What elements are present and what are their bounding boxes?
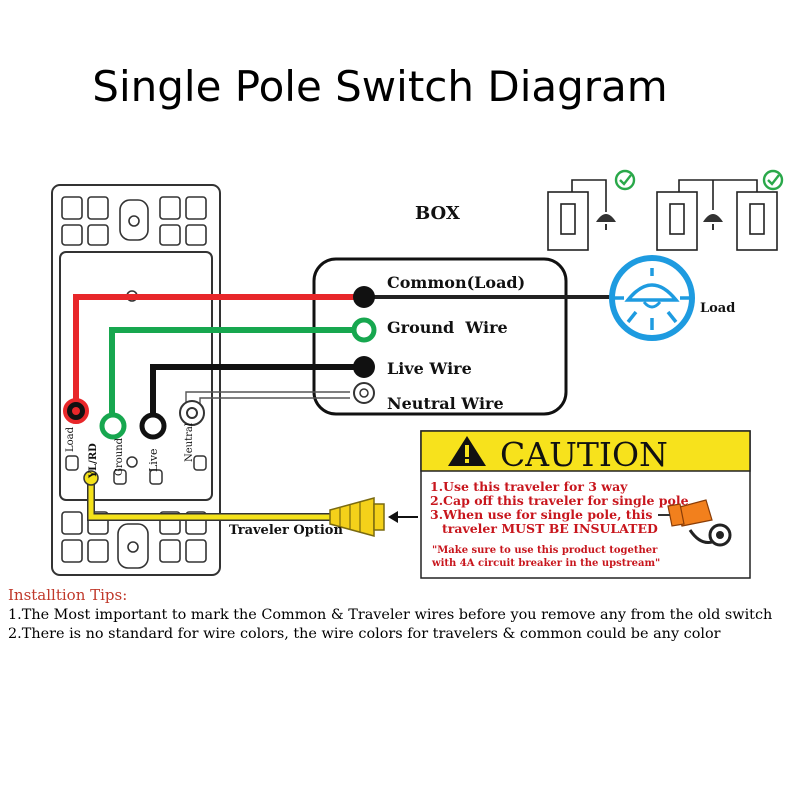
box-label: BOX [415, 203, 460, 224]
wire-nut-icon [329, 497, 385, 537]
junction-box [312, 257, 568, 416]
ground-wire [109, 327, 364, 425]
caution-note-1: "Make sure to use this product together [432, 545, 658, 556]
arrow-left-icon [388, 511, 418, 523]
caution-item-1: 1.Use this traveler for 3 way [430, 479, 628, 494]
installation-tips: Installtion Tips: 1.The Most important t… [8, 586, 798, 644]
caution-note-2: with 4A circuit breaker in the upstream" [431, 558, 660, 569]
terminal-traveler [83, 470, 99, 486]
bulb-icon [703, 214, 723, 230]
terminal-label-neutral: Neutral [184, 423, 195, 462]
tip-line-2: 2.There is no standard for wire colors, … [8, 626, 721, 642]
page-title: Single Pole Switch Diagram [92, 62, 668, 111]
terminal-ground [99, 412, 127, 440]
caution-item-4: traveler MUST BE INSULATED [442, 521, 658, 536]
caution-item-2: 2.Cap off this traveler for single pole [430, 493, 689, 508]
terminal-live [139, 412, 167, 440]
caution-heading: CAUTION [500, 435, 668, 474]
warning-triangle-icon [448, 436, 486, 466]
terminal-label-traveler: YL/RD [88, 443, 99, 479]
label-common: Common(Load) [387, 273, 525, 292]
single-switch-illustration [547, 169, 636, 251]
tips-title: Installtion Tips: [8, 586, 128, 604]
caution-panel: CAUTION 1.Use this traveler for 3 way 2.… [420, 430, 751, 579]
label-neutral: Neutral Wire [387, 394, 504, 413]
live-wire-end [353, 356, 375, 378]
terminal-label-live: Live [147, 448, 160, 472]
tip-line-1: 1.The Most important to mark the Common … [8, 607, 773, 623]
label-ground: Ground Wire [387, 318, 508, 337]
check-icon [762, 169, 784, 191]
three-way-switch-illustration [656, 169, 784, 251]
terminal-neutral [179, 400, 205, 426]
ground-wire-end [351, 317, 377, 343]
live-wire [150, 364, 364, 425]
caution-item-3: 3.When use for single pole, this [430, 507, 652, 522]
common-wire [73, 294, 364, 410]
label-live: Live Wire [387, 359, 472, 378]
terminal-label-ground: Ground [114, 437, 125, 476]
terminal-label-load: Load [65, 426, 76, 452]
bulb-icon [596, 214, 616, 230]
check-icon [614, 169, 636, 191]
wire-nut-photo [658, 499, 732, 547]
load-label: Load [700, 301, 735, 316]
terminal-load [63, 398, 89, 424]
common-wire-end [353, 286, 375, 308]
lamp-icon [609, 255, 695, 341]
traveler-option-label: Traveler Option [229, 523, 343, 538]
